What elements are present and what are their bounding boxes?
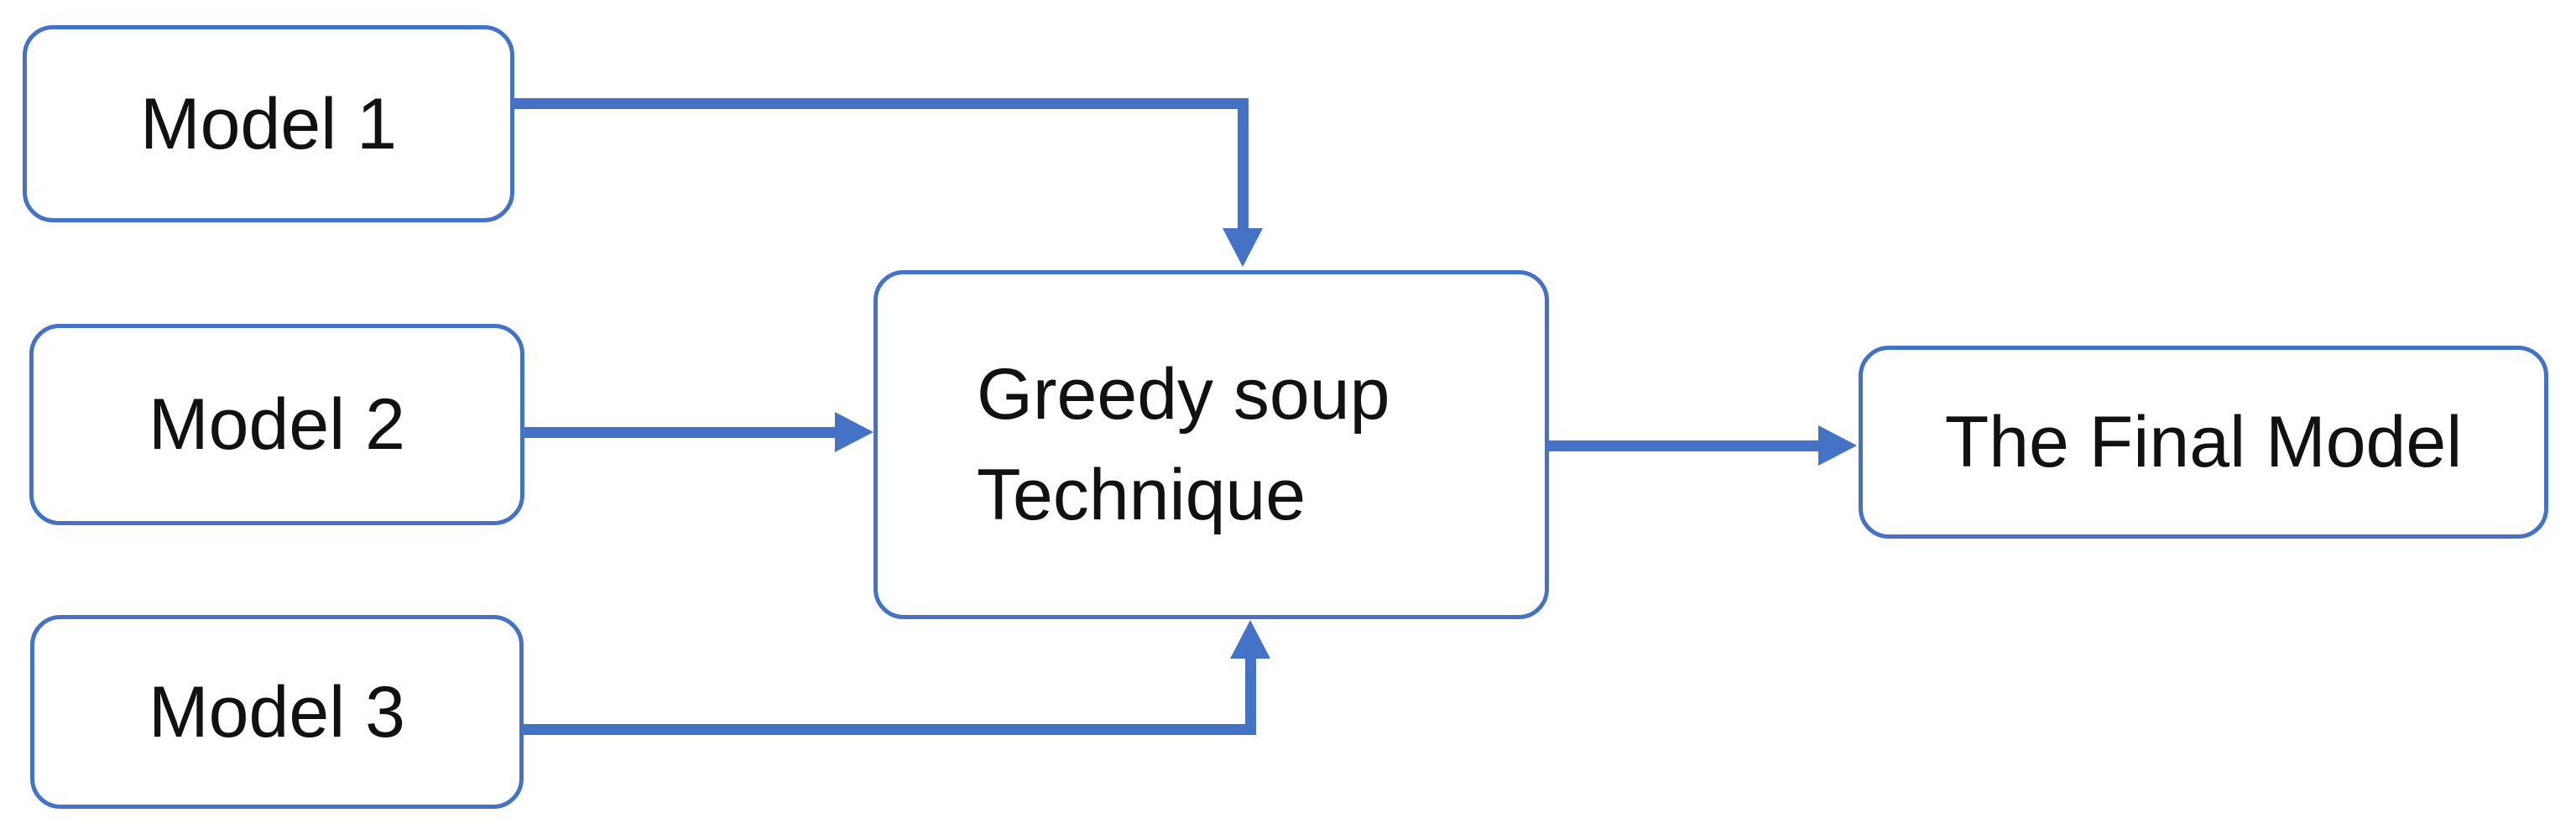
node-greedy-soup-technique-label: Greedy soup Technique [977, 354, 1390, 535]
node-final-model-label: The Final Model [1944, 402, 2463, 482]
arrow-model3-to-greedy-horizontal-segment [524, 724, 1256, 735]
node-model-3-label: Model 3 [149, 671, 405, 753]
node-final-model: The Final Model [1859, 346, 2548, 539]
arrowhead-up-icon [1230, 620, 1270, 659]
arrow-greedy-to-final-segment [1548, 440, 1821, 451]
arrow-model3-to-greedy-vertical-segment [1245, 658, 1256, 735]
node-model-2: Model 2 [29, 324, 524, 525]
node-model-1-label: Model 1 [140, 83, 397, 164]
node-model-1: Model 1 [23, 25, 514, 222]
arrow-model2-to-greedy-segment [524, 427, 835, 438]
arrowhead-right-icon [1818, 425, 1857, 466]
node-model-2-label: Model 2 [149, 384, 405, 465]
node-greedy-soup-technique: Greedy soup Technique [873, 270, 1549, 619]
arrowhead-down-icon [1223, 228, 1263, 267]
node-model-3: Model 3 [30, 615, 524, 809]
arrow-model1-to-greedy-vertical-segment [1238, 98, 1249, 229]
arrow-model1-to-greedy-horizontal-segment [514, 98, 1248, 109]
arrowhead-right-icon [835, 412, 873, 452]
